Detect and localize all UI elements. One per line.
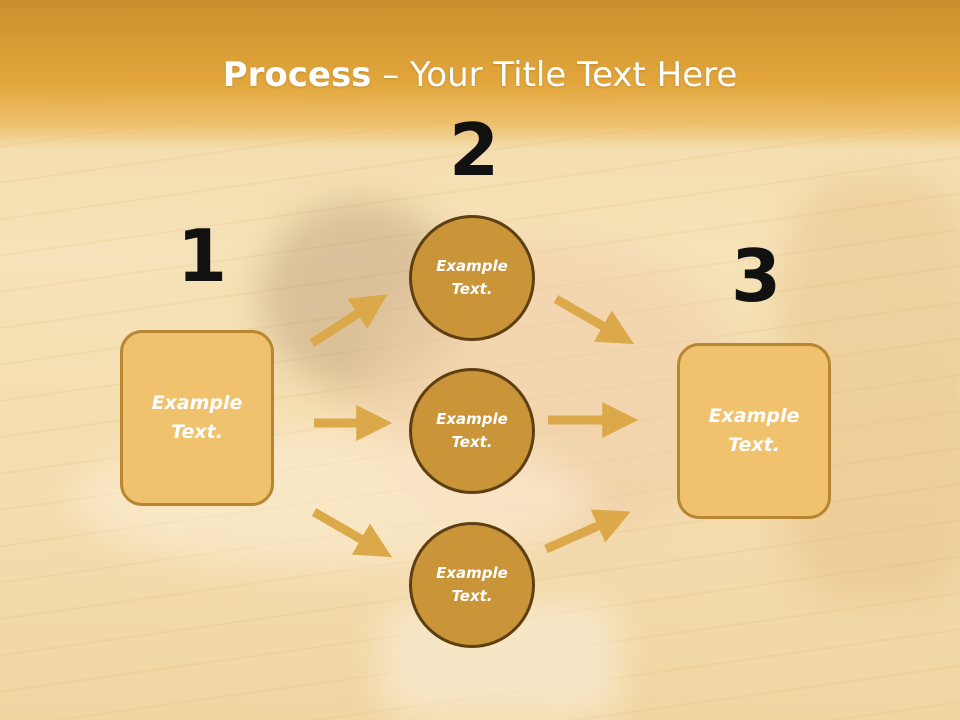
arrow-bottom-to-3 bbox=[544, 509, 631, 554]
step-3-text-line2: Text. bbox=[728, 434, 780, 456]
circle-bottom-line2: Text. bbox=[451, 587, 493, 605]
slide-title[interactable]: Process – Your Title Text Here bbox=[0, 52, 960, 98]
step-1-box[interactable]: Example Text. bbox=[120, 330, 274, 506]
step-1-text-line1: Example bbox=[151, 392, 243, 414]
circle-top-line2: Text. bbox=[451, 280, 493, 298]
circle-middle-line2: Text. bbox=[451, 433, 493, 451]
circle-bottom-line1: Example bbox=[436, 564, 508, 582]
step-3-box[interactable]: Example Text. bbox=[677, 343, 831, 519]
arrow-1-to-bottom bbox=[311, 508, 393, 558]
circle-top-line1: Example bbox=[436, 257, 508, 275]
step-2-circle-middle[interactable]: Example Text. bbox=[409, 368, 535, 494]
step-number-1: 1 bbox=[177, 214, 228, 298]
title-rest: – Your Title Text Here bbox=[371, 55, 738, 95]
title-bar bbox=[0, 0, 960, 150]
step-2-circle-top[interactable]: Example Text. bbox=[409, 215, 535, 341]
step-1-text-line2: Text. bbox=[171, 421, 223, 443]
title-bold: Process bbox=[222, 55, 372, 95]
step-2-circle-bottom[interactable]: Example Text. bbox=[409, 522, 535, 648]
step-number-3: 3 bbox=[731, 234, 782, 318]
arrow-1-to-top bbox=[309, 294, 388, 347]
circle-middle-line1: Example bbox=[436, 410, 508, 428]
arrow-top-to-3 bbox=[553, 295, 635, 345]
step-3-text-line1: Example bbox=[708, 405, 800, 427]
step-number-2: 2 bbox=[449, 108, 500, 192]
